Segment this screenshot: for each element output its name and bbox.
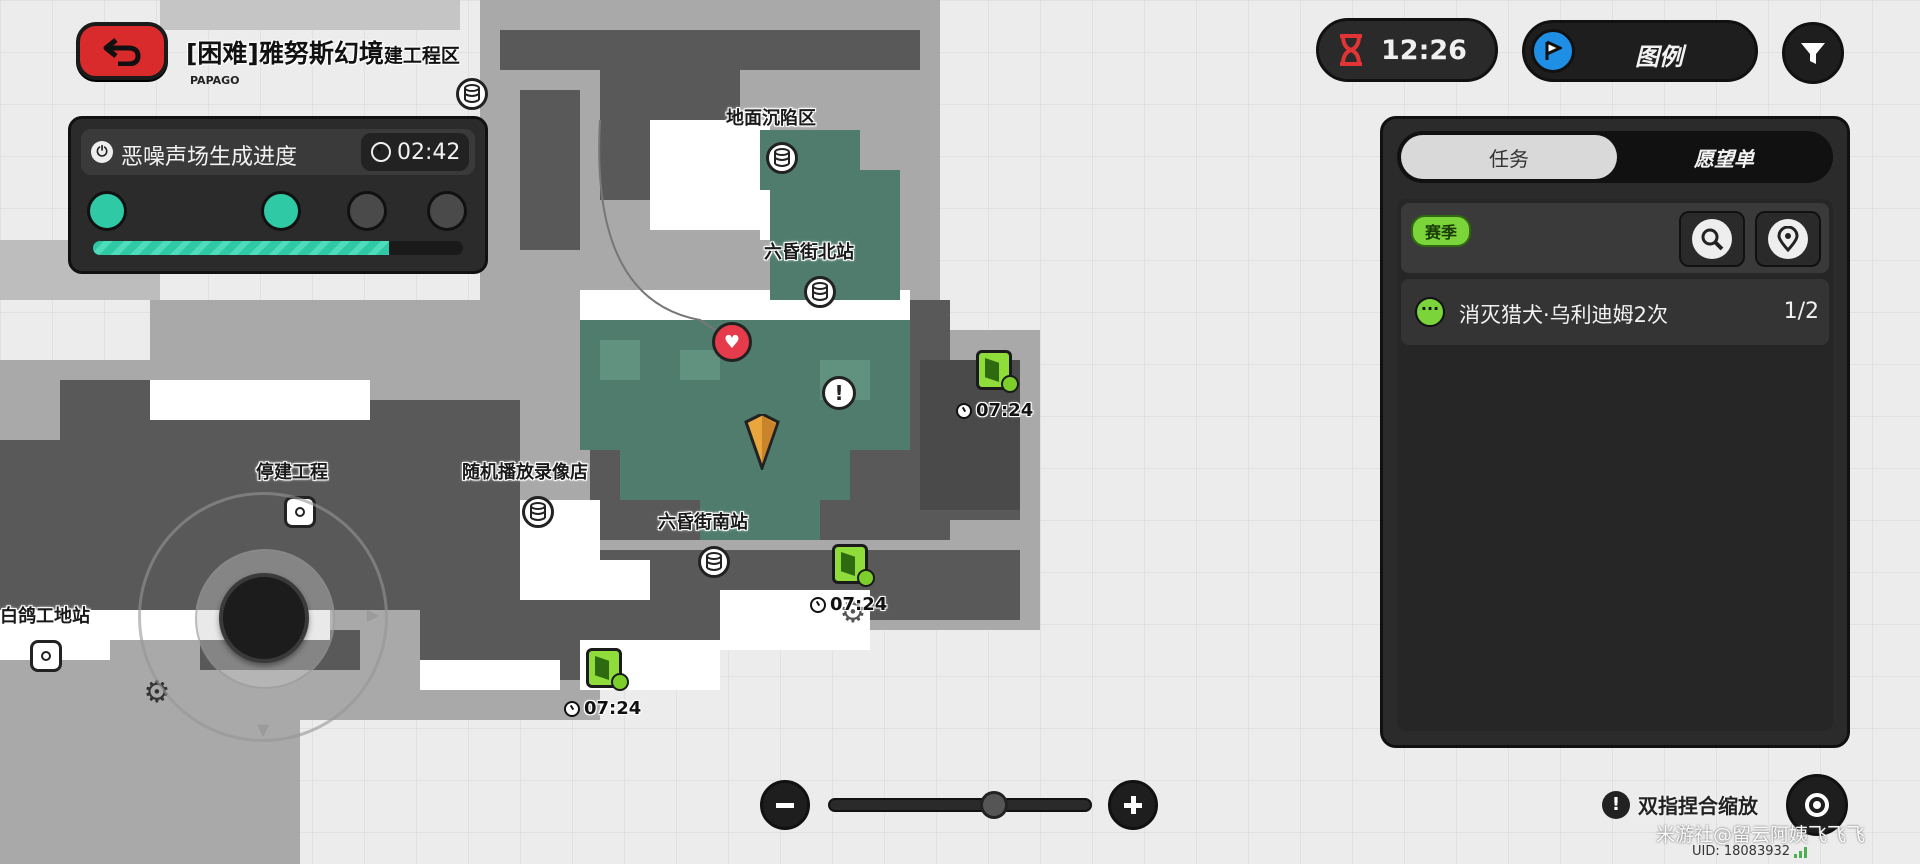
station-icon[interactable] xyxy=(698,546,730,578)
map-label-pigeon-site: 白鸽工地站 xyxy=(0,606,90,627)
map-timer: 07:24 xyxy=(564,698,641,719)
map-label-ground-collapse: 地面沉陷区 xyxy=(726,108,816,129)
map-label-north-station: 六昏街北站 xyxy=(764,242,854,263)
tab-tasks-label: 任务 xyxy=(1489,146,1529,171)
dungeon-subtitle: PAPAGO xyxy=(190,74,240,87)
minus-icon xyxy=(776,803,794,808)
task-status-icon: ··· xyxy=(1415,297,1445,327)
uid-value: UID: 18083932 xyxy=(1692,844,1791,859)
tab-wishlist[interactable]: 愿望单 xyxy=(1619,135,1829,179)
task-filter-row: 赛季 xyxy=(1401,203,1829,273)
power-icon: ⏻ xyxy=(91,141,113,163)
map-timer: 07:24 xyxy=(956,400,1033,421)
countdown-value: 02:42 xyxy=(397,139,461,165)
recenter-icon xyxy=(1805,793,1829,817)
watermark-text: 米游社@留云阿姨飞飞飞 xyxy=(1656,824,1866,846)
task-panel: 任务 愿望单 赛季 ··· 消灭猎犬·乌利迪姆2次 1/2 xyxy=(1380,116,1850,748)
legend-button[interactable]: 图例 xyxy=(1522,20,1758,82)
search-icon xyxy=(1692,219,1732,259)
dungeon-title: [困难]雅努斯幻境建工程区 xyxy=(186,34,460,70)
gear-icon[interactable]: ⚙ xyxy=(839,595,867,630)
filter-button[interactable] xyxy=(1782,22,1844,84)
heart-marker-icon[interactable]: ♥ xyxy=(712,322,752,362)
progress-track xyxy=(93,241,463,255)
stage-marker-active xyxy=(87,191,127,231)
map-timer: 07:24 xyxy=(810,594,887,615)
legend-icon xyxy=(1531,29,1575,73)
clock-icon xyxy=(956,402,972,419)
zoom-slider-knob[interactable] xyxy=(979,791,1008,819)
joystick-knob[interactable] xyxy=(219,573,309,663)
return-arrow-icon xyxy=(103,38,141,66)
clock-icon xyxy=(810,596,826,613)
player-marker-icon xyxy=(744,414,780,470)
tab-wishlist-label: 愿望单 xyxy=(1694,146,1754,171)
dungeon-title-overlap: 建工程区 xyxy=(383,45,460,67)
noise-field-progress-panel: ⏻ 恶噪声场生成进度 02:42 xyxy=(68,116,488,274)
pinch-zoom-hint: ! 双指捏合缩放 xyxy=(1602,790,1758,819)
signal-icon xyxy=(1794,846,1808,858)
progress-panel-title: 恶噪声场生成进度 xyxy=(121,145,298,170)
stage-marker-active xyxy=(261,191,301,231)
back-button[interactable] xyxy=(76,22,168,80)
task-text: 消灭猎犬·乌利迪姆2次 xyxy=(1459,303,1669,327)
task-row[interactable]: ··· 消灭猎犬·乌利迪姆2次 1/2 xyxy=(1401,279,1829,345)
session-timer: 12:26 xyxy=(1316,18,1498,82)
plus-icon xyxy=(1124,796,1142,814)
dungeon-title-text: [困难]雅努斯幻境 xyxy=(186,39,384,68)
legend-label: 图例 xyxy=(1635,43,1683,71)
map-label-video-store: 随机播放录像店 xyxy=(462,462,588,483)
map-label-south-station: 六昏街南站 xyxy=(658,512,748,533)
station-icon[interactable] xyxy=(522,496,554,528)
map-label-construction-stop: 停建工程 xyxy=(256,462,328,483)
locate-button[interactable] xyxy=(1755,211,1821,267)
station-icon[interactable] xyxy=(804,276,836,308)
countdown-box: 02:42 xyxy=(361,133,469,171)
location-pin-icon xyxy=(1768,219,1808,259)
clock-icon xyxy=(371,142,391,162)
task-list-area: 赛季 ··· 消灭猎犬·乌利迪姆2次 1/2 xyxy=(1397,199,1833,731)
progress-fill xyxy=(93,241,389,255)
door-event-icon[interactable] xyxy=(586,648,629,691)
stage-marker-locked xyxy=(427,191,467,231)
season-tag: 赛季 xyxy=(1411,215,1472,247)
progress-panel-header: ⏻ 恶噪声场生成进度 02:42 xyxy=(81,129,475,175)
hex-nut-icon[interactable] xyxy=(30,640,62,672)
task-tab-bar: 任务 愿望单 xyxy=(1397,131,1833,183)
station-icon[interactable] xyxy=(456,78,488,110)
door-event-icon[interactable] xyxy=(976,350,1019,393)
task-progress: 1/2 xyxy=(1783,299,1819,324)
search-button[interactable] xyxy=(1679,211,1745,267)
hourglass-icon xyxy=(1340,34,1362,66)
zoom-slider[interactable] xyxy=(828,791,1092,819)
filter-icon xyxy=(1801,43,1825,64)
zoom-in-button[interactable] xyxy=(1108,780,1158,830)
clock-icon xyxy=(564,700,580,717)
joystick-ring[interactable]: ▶ ▼ xyxy=(138,492,388,742)
alert-marker-icon[interactable]: ! xyxy=(822,376,856,410)
uid-text: UID: 18083932 xyxy=(1692,844,1810,859)
tab-tasks[interactable]: 任务 xyxy=(1401,135,1617,179)
session-timer-value: 12:26 xyxy=(1381,34,1467,66)
joystick-arrow-down-icon: ▼ xyxy=(257,720,270,739)
hint-alert-icon: ! xyxy=(1602,790,1630,819)
pinch-zoom-hint-text: 双指捏合缩放 xyxy=(1638,794,1758,818)
stage-marker-locked xyxy=(347,191,387,231)
zoom-out-button[interactable] xyxy=(760,780,810,830)
station-icon[interactable] xyxy=(766,142,798,174)
door-event-icon[interactable] xyxy=(832,544,875,587)
recenter-button[interactable] xyxy=(1786,774,1848,836)
joystick-arrow-right-icon: ▶ xyxy=(366,605,379,624)
